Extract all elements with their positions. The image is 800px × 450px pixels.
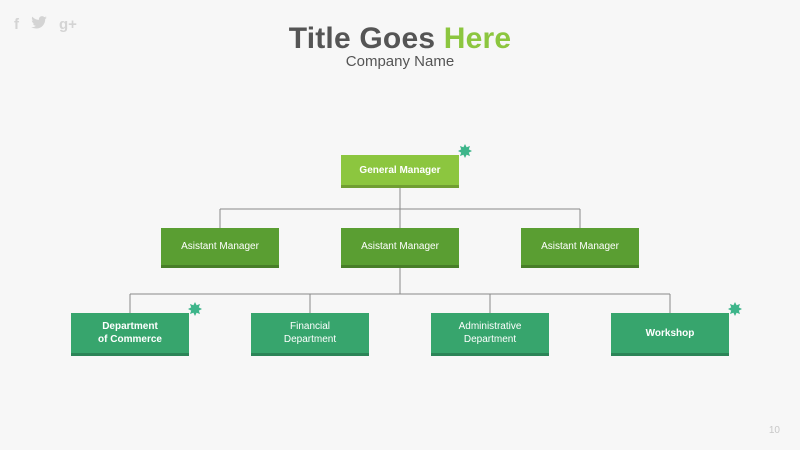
node-commerce-line1: Department xyxy=(102,321,158,332)
node-general-manager-label: General Manager xyxy=(359,164,441,176)
title-main-text: Title Goes xyxy=(288,22,444,55)
google-plus-icon[interactable]: g+ xyxy=(59,15,77,33)
node-assistant-manager-left[interactable]: Asistant Manager xyxy=(161,228,279,268)
node-assistant-center-label: Asistant Manager xyxy=(361,241,439,252)
title-accent-text: Here xyxy=(443,22,512,55)
node-administrative-department[interactable]: Administrative Department xyxy=(431,313,549,356)
gear-star-icon xyxy=(458,144,472,158)
gear-star-icon xyxy=(188,302,202,316)
node-financial-line2: Department xyxy=(283,334,337,345)
node-assistant-manager-right[interactable]: Asistant Manager xyxy=(521,228,639,268)
node-department-of-commerce[interactable]: Department of Commerce xyxy=(71,313,189,356)
node-admin-line1: Administrative xyxy=(458,321,522,332)
node-assistant-right-label: Asistant Manager xyxy=(541,241,619,252)
facebook-icon[interactable]: f xyxy=(14,15,19,33)
node-assistant-manager-center[interactable]: Asistant Manager xyxy=(341,228,459,268)
node-commerce-line2: of Commerce xyxy=(98,334,162,345)
gear-star-icon xyxy=(728,302,742,316)
social-icons: f g+ xyxy=(14,16,77,32)
page-subtitle: Company Name xyxy=(345,53,455,70)
node-workshop-label: Workshop xyxy=(645,327,695,339)
page-title: Title Goes Here xyxy=(0,22,800,56)
node-assistant-left-label: Asistant Manager xyxy=(181,241,259,252)
node-general-manager[interactable]: General Manager xyxy=(341,155,459,188)
node-workshop[interactable]: Workshop xyxy=(611,313,729,356)
page-number: 10 xyxy=(768,425,780,436)
twitter-icon[interactable] xyxy=(31,16,47,32)
node-admin-line2: Department xyxy=(463,334,517,345)
node-financial-department[interactable]: Financial Department xyxy=(251,313,369,356)
node-financial-line1: Financial xyxy=(289,321,331,332)
